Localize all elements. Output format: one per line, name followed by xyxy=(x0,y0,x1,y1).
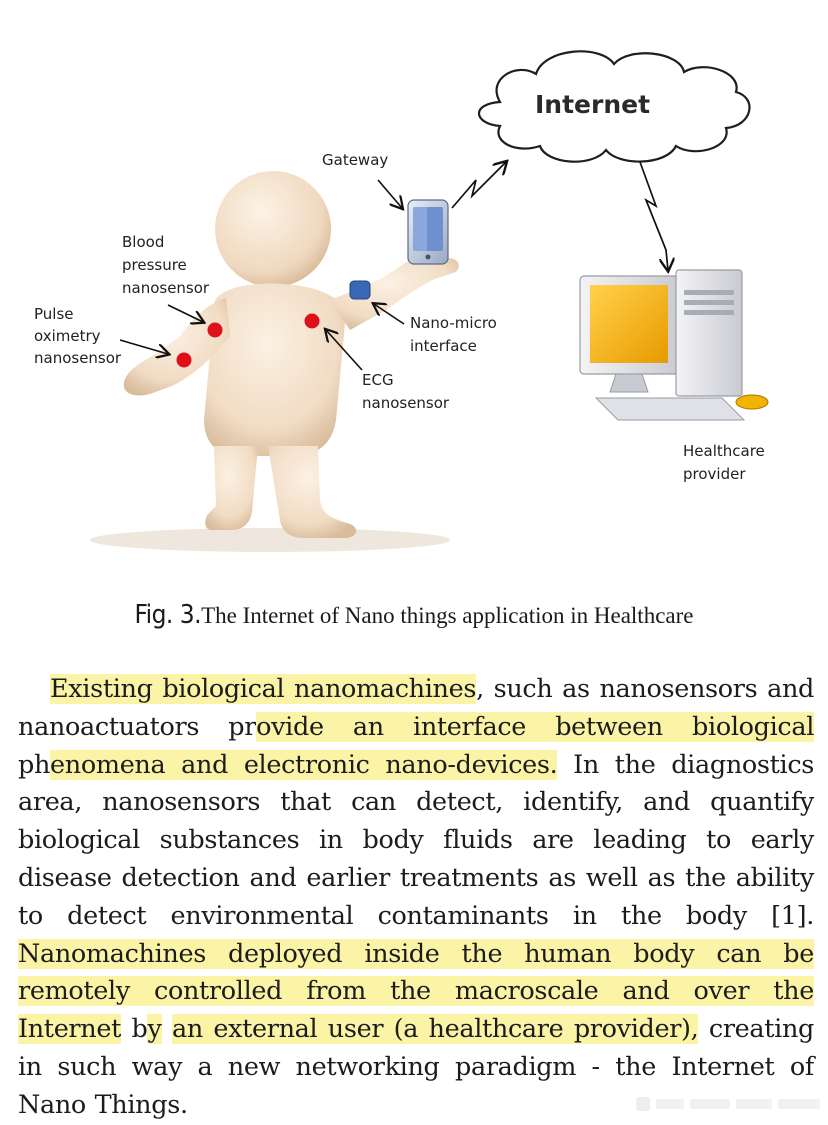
ecg-arrow xyxy=(326,330,363,371)
ecg-sensor-dot xyxy=(304,313,320,329)
paragraph: Existing biological nanomachines, such a… xyxy=(18,671,814,1125)
highlight-span: enomena and electronic nano-devices. xyxy=(50,749,558,780)
ground-shadow xyxy=(90,528,450,552)
text-span: ph xyxy=(18,749,51,780)
text-span: , such as nanosensors and nanoactuators … xyxy=(18,674,814,742)
highlight-span: y xyxy=(147,1014,162,1045)
pulse-oximetry-label: Pulse oximetry nanosensor xyxy=(34,305,122,367)
ecg-label: ECG nanosensor xyxy=(362,371,450,412)
highlight-span: an external user (a healthcare provider)… xyxy=(171,1014,699,1045)
figure-caption: Fig. 3.The Internet of Nano things appli… xyxy=(0,600,828,630)
text-span: b xyxy=(121,1014,148,1045)
caption-number: Fig. 3. xyxy=(134,600,202,630)
figure-right-arm xyxy=(330,258,459,330)
blood-pressure-sensor-dot xyxy=(207,322,223,338)
internet-cloud xyxy=(477,50,751,163)
figure-illustration xyxy=(90,50,769,552)
text-span: creating in such way a new networking pa… xyxy=(18,1014,814,1120)
figure-iont-healthcare: Internet Gateway Blood pressure nanosens… xyxy=(34,50,769,552)
healthcare-computer xyxy=(579,269,769,421)
highlight-span: Existing biological nanomachines xyxy=(50,674,477,704)
healthcare-provider-label: Healthcare provider xyxy=(683,442,765,483)
body-paragraph: Existing biological nanomachines, such a… xyxy=(18,671,814,1125)
nano-micro-label: Nano-micro interface xyxy=(410,314,497,355)
text-span: In the diagnostics area, nanosensors tha… xyxy=(18,749,814,931)
figure-right-leg xyxy=(268,446,357,538)
blood-pressure-arrow xyxy=(167,304,203,322)
internet-label: Internet xyxy=(535,90,651,119)
pulse-oximetry-arrow xyxy=(119,339,168,354)
text-span xyxy=(162,1014,172,1044)
figure-head xyxy=(215,171,331,287)
blood-pressure-label: Blood pressure nanosensor xyxy=(122,233,210,297)
gateway-label: Gateway xyxy=(322,151,389,169)
caption-text: The Internet of Nano things application … xyxy=(201,603,694,628)
nano-micro-interface-patch xyxy=(349,280,371,300)
phone-cloud-link xyxy=(451,162,506,209)
watermark xyxy=(636,1097,820,1111)
gateway-phone xyxy=(407,199,449,265)
gateway-arrow xyxy=(377,179,402,208)
pulse-oximetry-sensor-dot xyxy=(176,352,192,368)
highlight-span: ovide an interface between biological xyxy=(256,711,814,742)
figure-left-leg xyxy=(205,446,258,530)
cloud-pc-link xyxy=(639,161,668,270)
nano-micro-arrow xyxy=(374,304,405,325)
